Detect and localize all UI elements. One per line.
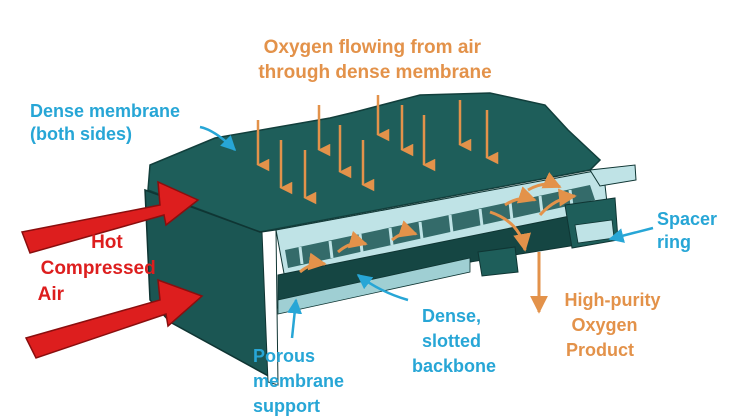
- air-arrow-lower: [24, 278, 204, 359]
- air-arrow-upper: [20, 180, 200, 254]
- slot-ribs: [298, 189, 574, 265]
- hot-air-label: Hot Compressed Air: [38, 232, 161, 305]
- backbone-label: Dense, slotted backbone: [412, 306, 496, 376]
- right-extension: [589, 164, 637, 187]
- product-label: High-purity Oxygen Product: [564, 290, 665, 360]
- internal-flow-arrows: [299, 171, 577, 274]
- dense-membrane-label: Dense membrane (both sides): [30, 101, 185, 144]
- blue-pointers: [199, 125, 654, 339]
- porous-label: Porous membrane support: [253, 346, 349, 416]
- oxygen-down-arrows: [256, 95, 499, 205]
- bottom-tab: [477, 246, 519, 277]
- spacer-ring-label: Spacer ring: [657, 209, 722, 252]
- front-edge: [261, 229, 279, 386]
- oxygen-flow-label: Oxygen flowing from air through dense me…: [258, 37, 491, 83]
